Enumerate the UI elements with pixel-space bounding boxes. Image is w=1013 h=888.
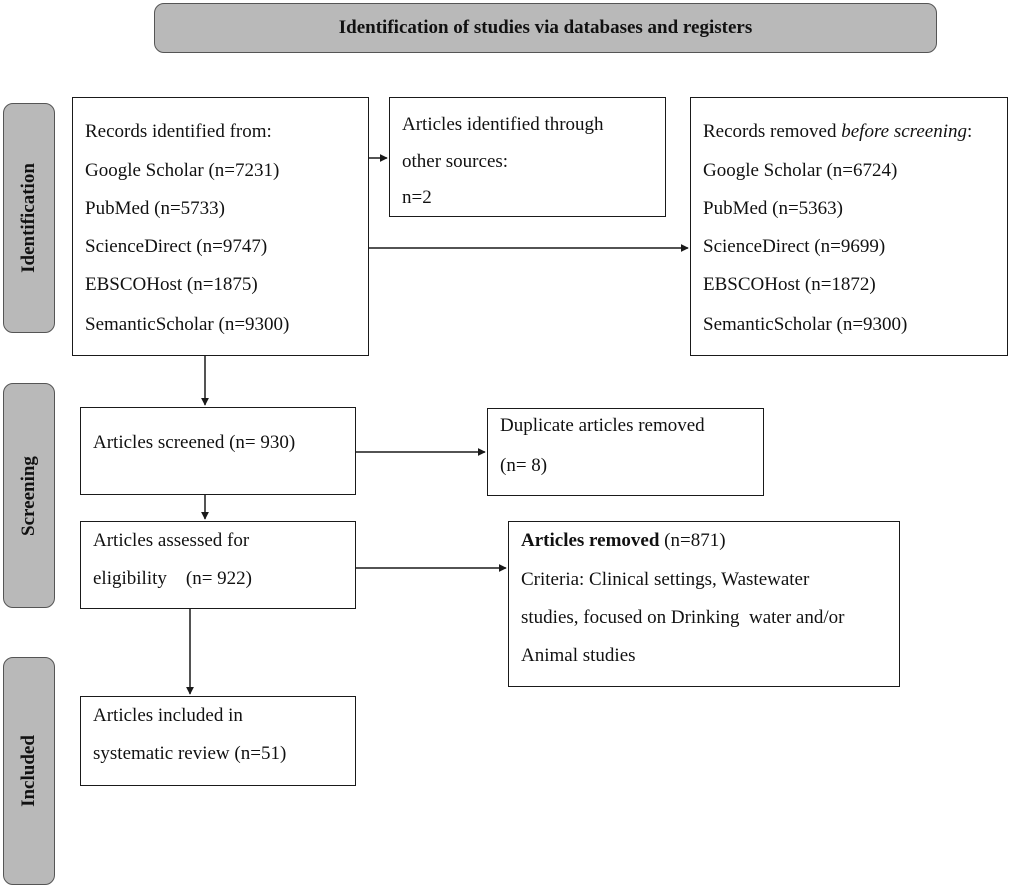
records-removed-heading-suffix: : [966, 121, 973, 142]
records-identified-source: Google Scholar (n=7231) [85, 160, 280, 181]
eligibility-line: Articles assessed for [93, 530, 250, 551]
records-removed-source: Google Scholar (n=6724) [703, 160, 898, 181]
phase-identification: Identification [3, 103, 55, 333]
duplicates-line: Duplicate articles removed [500, 415, 705, 436]
other-sources-count: n=2 [402, 187, 432, 208]
phase-screening: Screening [3, 383, 55, 608]
records-identified-heading: Records identified from: [85, 121, 272, 142]
records-removed-source: EBSCOHost (n=1872) [703, 274, 876, 295]
records-identified-source: EBSCOHost (n=1875) [85, 274, 258, 295]
included-box: Articles included in systematic review (… [80, 696, 356, 786]
articles-removed-criteria: Criteria: Clinical settings, Wastewater [521, 569, 810, 590]
records-removed-heading-prefix: Records removed [703, 121, 842, 142]
records-removed-source: PubMed (n=5363) [703, 198, 844, 219]
articles-removed-title: Articles removed [521, 530, 660, 551]
included-count: systematic review (n=51) [93, 743, 287, 764]
phase-included: Included [3, 657, 55, 885]
records-removed-source: ScienceDirect (n=9699) [703, 236, 886, 257]
other-sources-line: Articles identified through [402, 114, 604, 135]
articles-removed-heading: Articles removed (n=871) [521, 530, 726, 552]
eligibility-box: Articles assessed for eligibility (n= 92… [80, 521, 356, 609]
duplicates-count: (n= 8) [500, 455, 548, 476]
records-identified-source: PubMed (n=5733) [85, 198, 226, 219]
records-identified-source: ScienceDirect (n=9747) [85, 236, 268, 257]
duplicates-box: Duplicate articles removed (n= 8) [487, 408, 764, 496]
records-removed-heading: Records removed before screening: [703, 121, 972, 143]
records-removed-box: Records removed before screening: Google… [690, 97, 1008, 356]
other-sources-box: Articles identified through other source… [389, 97, 666, 217]
articles-removed-box: Articles removed (n=871) Criteria: Clini… [508, 521, 900, 687]
articles-removed-count: (n=871) [659, 530, 726, 551]
screened-text: Articles screened (n= 930) [93, 432, 296, 453]
records-removed-heading-italic: before screening [841, 121, 967, 142]
screened-box: Articles screened (n= 930) [80, 407, 356, 495]
eligibility-count: eligibility (n= 922) [93, 568, 253, 589]
articles-removed-criteria: Animal studies [521, 645, 636, 666]
articles-removed-criteria: studies, focused on Drinking water and/o… [521, 607, 845, 628]
records-identified-box: Records identified from: Google Scholar … [72, 97, 369, 356]
records-identified-source: SemanticScholar (n=9300) [85, 314, 290, 335]
other-sources-line: other sources: [402, 151, 509, 172]
header-banner: Identification of studies via databases … [154, 3, 937, 53]
included-line: Articles included in [93, 705, 243, 726]
records-removed-source: SemanticScholar (n=9300) [703, 314, 908, 335]
header-title: Identification of studies via databases … [338, 17, 753, 38]
